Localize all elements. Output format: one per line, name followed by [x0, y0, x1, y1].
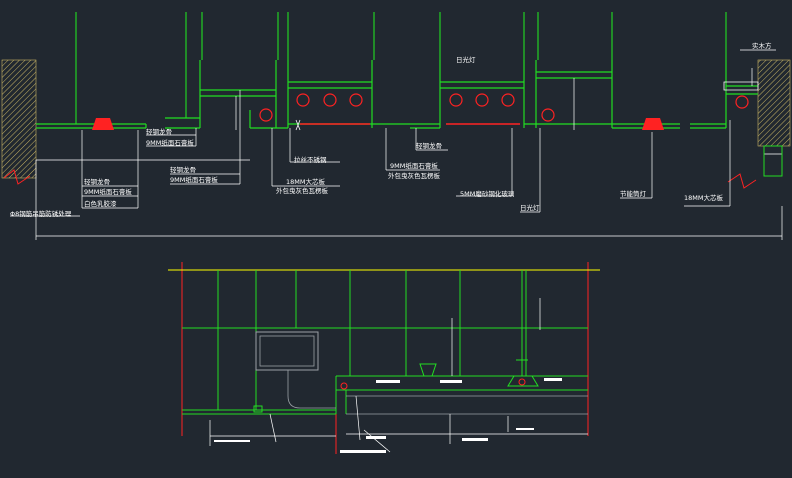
label-riguangdeng-1: 日光灯: [456, 55, 476, 64]
wall-hatch-right: [757, 59, 791, 147]
label-waibao-2: 外包曳灰色瓦楞板: [388, 171, 441, 180]
label-budaxiu: 拉丝不锈钢: [294, 155, 327, 164]
break-symbol-right: [727, 173, 757, 189]
label-qinggang-longgu-1: 轻钢龙骨: [146, 127, 172, 136]
label-xinban-18mm-2: 18MM大芯板: [684, 193, 723, 202]
label-diaojin: Φ8钢筋吊筋防锈处理: [10, 209, 72, 218]
label-jienengdeng: 节能筒灯: [620, 189, 647, 198]
break-symbol-left: [3, 169, 31, 185]
spotlight-fixtures: [259, 93, 749, 122]
label-shigao-9mm-2: 9MM纸面石膏板: [170, 175, 218, 184]
label-shigao-9mm-1: 9MM纸面石膏板: [146, 138, 194, 147]
label-shimufang: 实木方: [752, 41, 772, 50]
green-bracket-right: [763, 145, 783, 177]
label-xinban-18mm-1: 18MM大芯板: [286, 177, 325, 186]
label-qinggang-longgu-3: 轻钢龙骨: [84, 177, 110, 186]
wall-hatch-left: [1, 59, 37, 179]
ceiling-section-top: 轻钢龙骨 9MM纸面石膏板 轻钢龙骨 9MM纸面石膏板 轻钢龙骨 9MM纸面石膏…: [1, 12, 791, 240]
label-shigao-9mm-4: 9MM纸面石膏板: [390, 161, 438, 170]
ac-unit-box: [255, 331, 319, 371]
label-shigao-9mm-3: 9MM纸面石膏板: [84, 187, 132, 196]
label-riguangdeng-2: 日光灯: [520, 203, 540, 212]
label-qinggang-longgu-2: 轻钢龙骨: [170, 165, 196, 174]
downlight-left-icon: [92, 118, 114, 130]
label-boli-5mm: 5MM磨砂钢化玻璃: [460, 189, 515, 198]
lamp-fixture-icon: [419, 363, 437, 377]
label-waibao-1: 外包曳灰色瓦楞板: [276, 186, 329, 195]
label-rujiao-qi: 白色乳胶漆: [84, 199, 117, 208]
label-qinggang-longgu-4: 轻钢龙骨: [416, 141, 442, 150]
fixture-box-left: [253, 405, 263, 413]
downlight-right-icon: [642, 118, 664, 130]
ceiling-section-bottom: [168, 262, 600, 454]
